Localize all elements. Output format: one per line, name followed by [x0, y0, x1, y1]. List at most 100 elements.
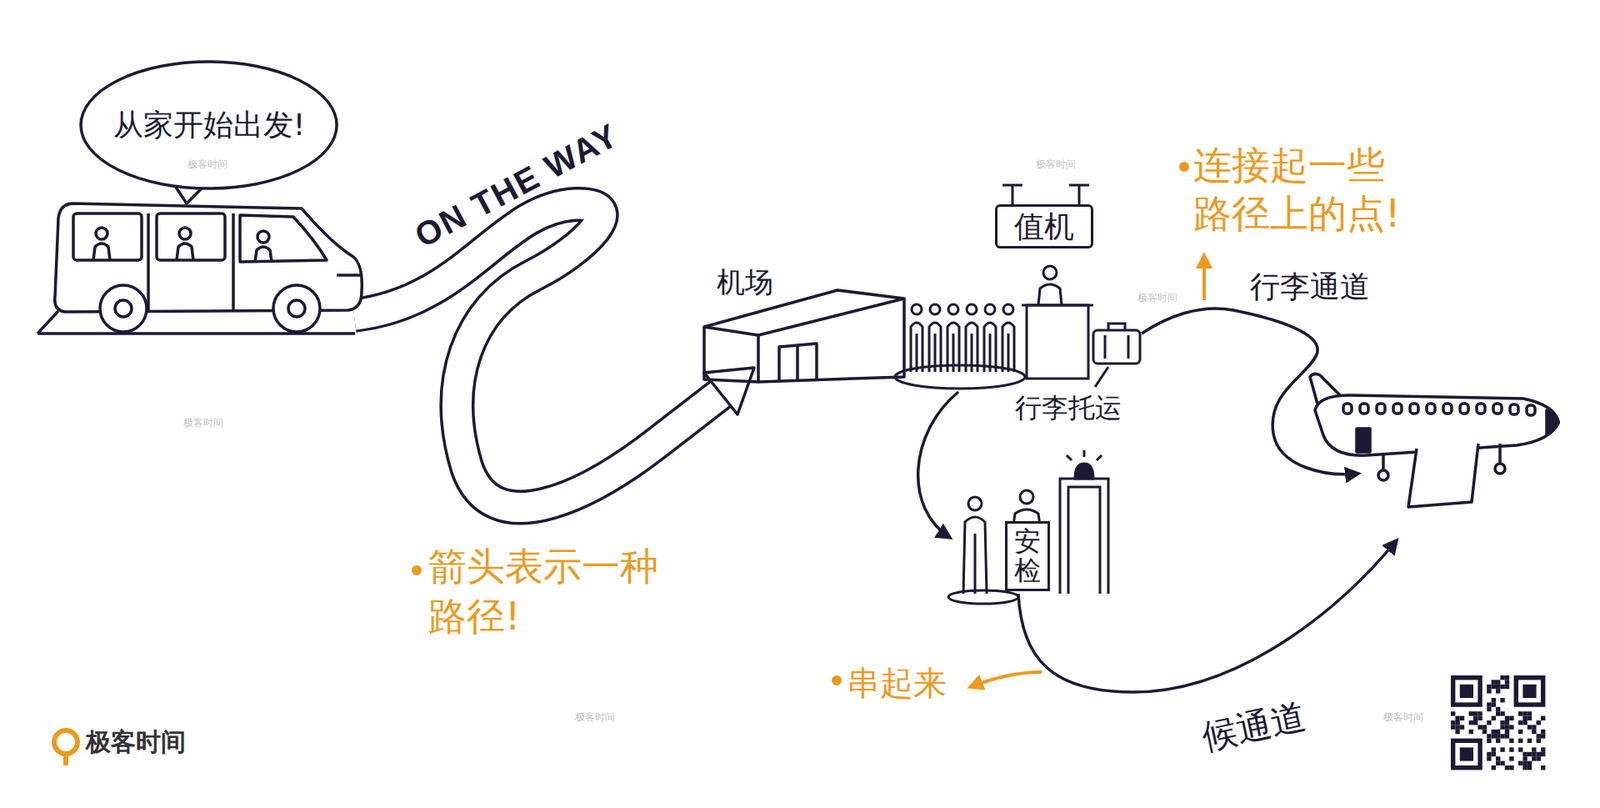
qr-module [1540, 765, 1545, 770]
qr-module [1536, 751, 1541, 756]
gate-light [1075, 463, 1094, 479]
qr-module [1522, 710, 1527, 715]
qr-module [1527, 751, 1532, 756]
qr-module [1455, 715, 1460, 720]
qr-module [1505, 675, 1510, 680]
qr-module [1527, 715, 1532, 720]
qr-module [1486, 701, 1491, 706]
queue-person [947, 322, 960, 372]
passenger [968, 496, 982, 510]
counter-top [1021, 304, 1094, 307]
qr-module [1536, 755, 1541, 760]
qr-module [1536, 738, 1541, 743]
queue-person [910, 322, 923, 372]
plane-window [1393, 403, 1402, 414]
qr-module [1531, 729, 1536, 734]
qr-module [1522, 751, 1527, 756]
qr-module [1491, 733, 1496, 738]
note-bullet [411, 565, 422, 575]
qr-module [1491, 751, 1496, 756]
qr-module [1500, 675, 1505, 680]
note-arrow [970, 671, 1042, 687]
security-check [948, 450, 1109, 604]
qr-module [1509, 724, 1514, 729]
van-window [73, 213, 142, 260]
qr-module [1460, 724, 1465, 729]
road-surface [354, 204, 721, 508]
qr-module [1486, 720, 1491, 725]
qr-module [1482, 724, 1487, 729]
qr-finder [1455, 742, 1478, 765]
airport-building: 机场 [700, 260, 909, 385]
plane-window [1460, 403, 1469, 414]
note-arrow [1202, 255, 1206, 300]
qr-module [1500, 724, 1505, 729]
brand-logo: 极客时间 [85, 726, 186, 757]
qr-module [1495, 738, 1500, 743]
qr-module [1522, 765, 1527, 770]
queue-person [984, 322, 996, 372]
plane-window [1526, 405, 1535, 415]
watermark: 极客时间 [1035, 158, 1076, 170]
checkin-area: 值机 [900, 200, 1150, 392]
passenger [963, 516, 987, 594]
node-text: 安检 [1005, 520, 1050, 591]
qr-module [1522, 720, 1527, 725]
watermark: 极客时间 [187, 158, 228, 170]
plane-window [1343, 403, 1352, 414]
qr-module [1522, 715, 1527, 720]
van-window [240, 215, 327, 262]
step-label: 候通道 [1198, 695, 1310, 758]
qr-module [1486, 755, 1491, 760]
van-person [176, 243, 194, 260]
node-text: 机场 [716, 265, 774, 300]
qr-finder [1460, 746, 1474, 760]
qr-finder [1514, 675, 1546, 707]
bubble-outline [80, 61, 337, 189]
qr-module [1509, 765, 1514, 770]
qr-module [1505, 720, 1510, 725]
qr-module [1505, 684, 1510, 689]
counter-staff [1043, 265, 1057, 280]
qr-module [1540, 733, 1545, 738]
gate-route [1018, 540, 1397, 692]
queue-person [930, 304, 940, 315]
road-outline [354, 204, 721, 508]
qr-module [1540, 729, 1545, 734]
qr-module [1491, 684, 1496, 689]
plane-window [1376, 403, 1385, 414]
van-person-head [257, 230, 270, 243]
connector-arrow [918, 391, 959, 538]
watermark: 极客时间 [1137, 291, 1178, 304]
plane-window [1410, 403, 1419, 414]
qr-module [1482, 729, 1487, 734]
note-bullet [831, 675, 842, 685]
qr-finder [1455, 679, 1478, 702]
queue-person [965, 322, 978, 372]
luggage [1093, 330, 1140, 364]
plane-gear [1383, 443, 1500, 470]
qr-module [1500, 746, 1505, 751]
qr-module [1491, 701, 1496, 706]
plane-wing [1408, 443, 1479, 507]
qr-module [1469, 720, 1474, 725]
qr-module [1540, 715, 1545, 720]
van-door-line [148, 213, 360, 310]
qr-module [1527, 765, 1532, 770]
qr-module [1500, 760, 1505, 765]
qr-module [1473, 710, 1478, 715]
qr-ground [1447, 671, 1550, 774]
qr-module [1509, 738, 1514, 743]
qr-module [1455, 720, 1460, 725]
plane-door [1356, 428, 1370, 452]
queue-person [911, 304, 922, 315]
security-floor [948, 590, 1019, 604]
qr-module [1495, 710, 1500, 715]
note-text: 连接起一些 路径上的点! [1193, 141, 1412, 238]
qr-module [1495, 760, 1500, 765]
security-staff [1020, 490, 1034, 504]
plane-body [1315, 395, 1559, 455]
qr-module [1500, 697, 1505, 702]
qr-module [1500, 733, 1505, 738]
qr-module [1505, 733, 1510, 738]
